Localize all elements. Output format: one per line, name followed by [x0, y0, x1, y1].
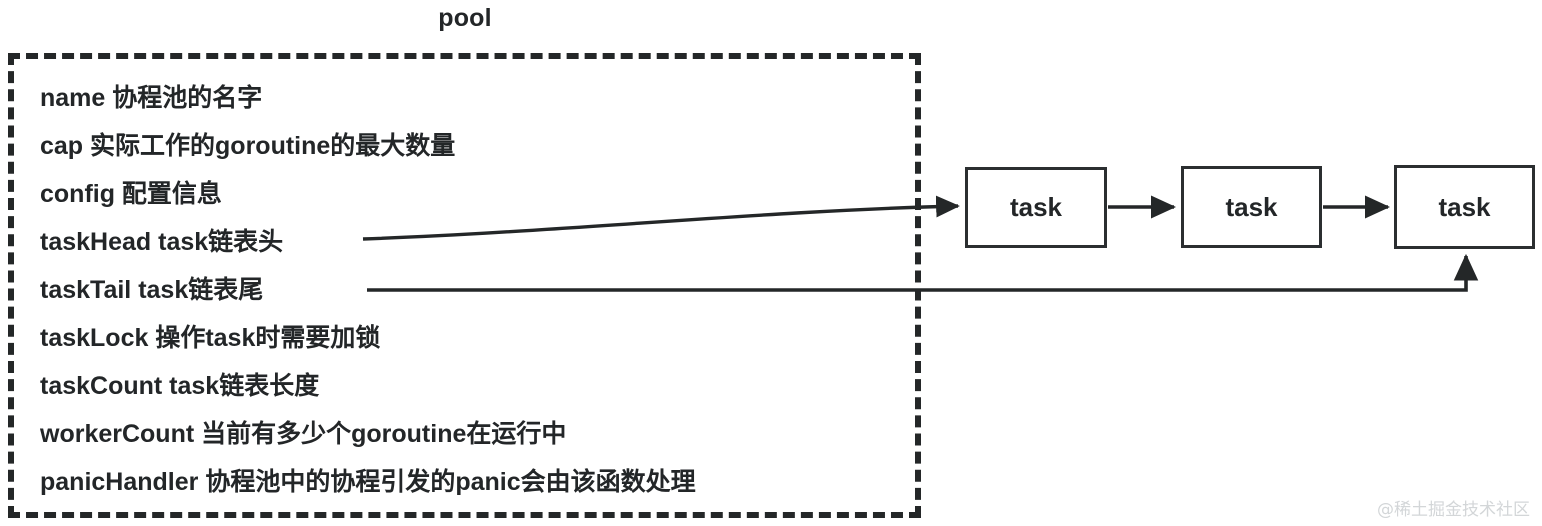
pool-field-taskhead: taskHead task链表头	[40, 228, 284, 256]
task-node-label: task	[1009, 192, 1063, 222]
watermark: @稀土掘金技术社区	[1377, 500, 1530, 520]
task-node-2: task	[1394, 165, 1535, 249]
pool-field-taskcount: taskCount task链表长度	[40, 372, 320, 400]
pool-field-workercount: workerCount 当前有多少个goroutine在运行中	[40, 420, 567, 448]
task-node-label: task	[1438, 191, 1491, 222]
pool-field-tasktail: taskTail task链表尾	[40, 276, 264, 304]
task-node-0: task	[965, 167, 1107, 248]
pool-field-panichandler: panicHandler 协程池中的协程引发的panic会由该函数处理	[40, 468, 696, 496]
task-node-1: task	[1181, 166, 1322, 248]
task-node-label: task	[1225, 191, 1278, 222]
pool-field-name: name 协程池的名字	[40, 84, 263, 112]
pool-field-config: config 配置信息	[40, 180, 222, 208]
pool-field-tasklock: taskLock 操作task时需要加锁	[40, 324, 381, 352]
pool-field-cap: cap 实际工作的goroutine的最大数量	[40, 132, 456, 160]
page-title: pool	[438, 4, 492, 32]
pool-field-list: name 协程池的名字 cap 实际工作的goroutine的最大数量 conf…	[40, 74, 910, 506]
